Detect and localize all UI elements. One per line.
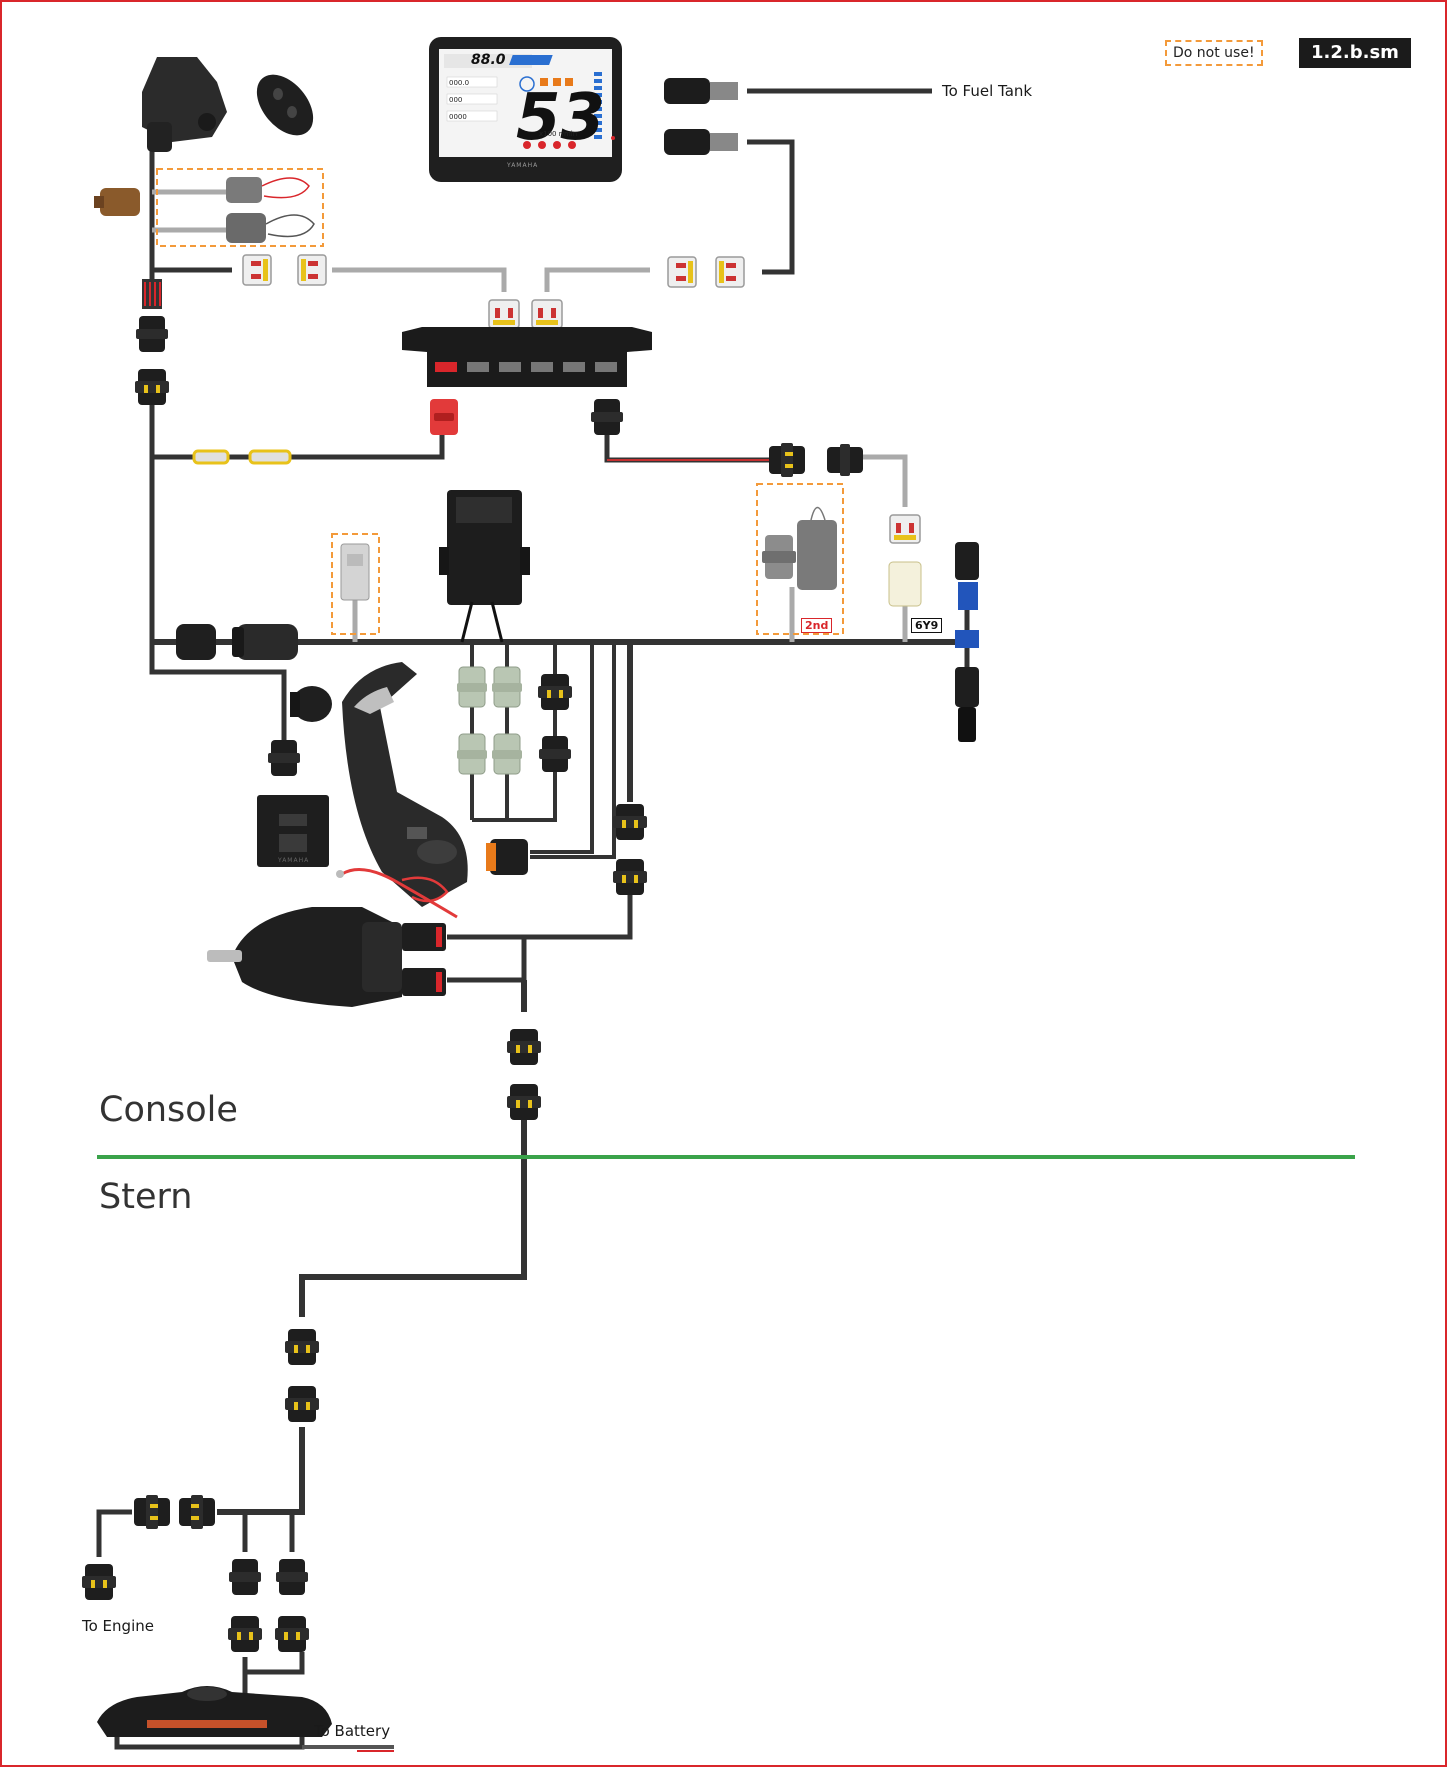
stern-connector-1a: [285, 1329, 319, 1365]
to-engine-label: To Engine: [82, 1617, 154, 1635]
cable-rc-drop-4: [530, 642, 594, 854]
loopback-connector-2: [226, 213, 315, 243]
trunk-connector-2a: [507, 1029, 541, 1065]
switch-panel-brand: YAMAHA: [278, 857, 310, 864]
trunk-connector-1a: [613, 804, 647, 840]
second-station-badge: 2nd: [801, 618, 833, 633]
hub-black-connector: [591, 399, 623, 435]
gauge-fuel-flow: 000.0: [449, 79, 470, 87]
orange-connector: [486, 839, 528, 875]
part-number-badge: 6Y9: [911, 618, 943, 633]
cable-key-to-hub: [332, 267, 507, 292]
key-switch: [142, 57, 227, 152]
key-fob: [256, 74, 314, 136]
remote-control: [342, 662, 468, 907]
battery-connector-2b: [275, 1616, 309, 1652]
unused-connector-left: [340, 543, 370, 601]
rc-connector-1b: [456, 733, 488, 775]
control-module: [439, 490, 530, 643]
pump-connector-1: [402, 923, 446, 951]
connector-key-main-a: [136, 316, 168, 352]
cable-gauge-to-hub: [544, 267, 650, 292]
white-connector-hub-a: [488, 299, 520, 329]
buzzer-connector: [268, 740, 300, 776]
battery-connector-1a: [229, 1559, 261, 1595]
cable-hub-to-gauge-port: [747, 139, 795, 275]
config-code-badge: 1.2.b.sm: [1299, 38, 1411, 68]
cable-main-left-trunk: [149, 397, 287, 742]
battery-connector-1b: [228, 1616, 262, 1652]
to-battery-label: To Battery: [314, 1722, 391, 1740]
rc-connector-1a: [456, 666, 488, 708]
harness-grommet-1: [176, 624, 216, 660]
cable-pump-link-2: [447, 937, 527, 983]
cable-battery-low: [242, 1652, 305, 1675]
signal-connector-b: [827, 444, 863, 476]
cable-stern-trunk: [299, 1112, 527, 1317]
cable-right-light: [862, 454, 908, 507]
loopback-connector-1: [226, 177, 310, 203]
gauge-port-fuel: [664, 78, 738, 104]
yellow-inline-connector: [192, 449, 292, 465]
gauge-brand: YAMAHA: [507, 162, 539, 169]
connector-key-main-b: [135, 369, 169, 405]
multifunction-gauge: [429, 37, 622, 182]
blue-connector: [955, 542, 979, 742]
do-not-use-box-2nd: [756, 483, 844, 635]
cable-stern-trunk-2: [217, 1427, 305, 1515]
striped-connector: [142, 279, 162, 309]
connector-6y9-bottom: [888, 561, 922, 607]
white-connector-gauge-a: [667, 256, 697, 288]
gauge-rpm-unit: x100 r/min: [539, 130, 578, 138]
stern-connector-engine-b: [179, 1495, 215, 1529]
helm-pump: [207, 907, 402, 1007]
rc-connector-3b: [539, 736, 571, 772]
engine-connector: [82, 1564, 116, 1600]
rc-connector-2a: [491, 666, 523, 708]
stern-connector-1b: [285, 1386, 319, 1422]
unused-connector-2nd-b: [797, 506, 837, 590]
gauge-speed-readout: 88.0: [471, 52, 506, 68]
hub-red-connector: [430, 399, 458, 435]
brown-plug: [94, 188, 140, 216]
kill-switch-lanyard: [336, 868, 458, 919]
white-connector-hub-b: [531, 299, 563, 329]
fuse-box: [97, 1686, 332, 1737]
cable-red-signal: [604, 427, 787, 463]
connector-6y9-top: [889, 514, 921, 544]
console-zone-label: Console: [99, 1090, 238, 1130]
gauge-engine-hours: 000: [449, 96, 463, 104]
white-connector-key-a: [242, 254, 272, 286]
white-connector-gauge-b: [715, 256, 745, 288]
cable-rc-drop-5: [530, 642, 616, 859]
rc-connector-3a: [538, 674, 572, 710]
do-not-use-box-key: [156, 168, 324, 247]
to-fuel-tank-label: To Fuel Tank: [942, 82, 1033, 100]
buzzer: [290, 686, 332, 722]
do-not-use-box-left: [331, 533, 380, 635]
trunk-connector-1b: [613, 859, 647, 895]
gauge-port-network: [664, 129, 738, 155]
stern-connector-engine-a: [134, 1495, 170, 1529]
white-connector-key-b: [297, 254, 327, 286]
signal-connector-a: [769, 443, 805, 477]
trunk-connector-2b: [507, 1084, 541, 1120]
gauge-rpm-readout: 53: [516, 81, 606, 155]
switch-panel: [257, 795, 329, 867]
stern-zone-label: Stern: [99, 1177, 193, 1217]
do-not-use-legend: Do not use!: [1165, 40, 1263, 66]
cable-pump-link: [447, 872, 633, 940]
harness-grommet-2: [232, 624, 298, 660]
battery-connector-2a: [276, 1559, 308, 1595]
network-hub: [402, 327, 652, 387]
rc-connector-2b: [491, 733, 523, 775]
pump-connector-2: [402, 968, 446, 996]
gauge-trip: 0000: [449, 113, 467, 121]
cable-engine-branch: [96, 1509, 132, 1557]
unused-connector-2nd-a: [762, 535, 796, 579]
